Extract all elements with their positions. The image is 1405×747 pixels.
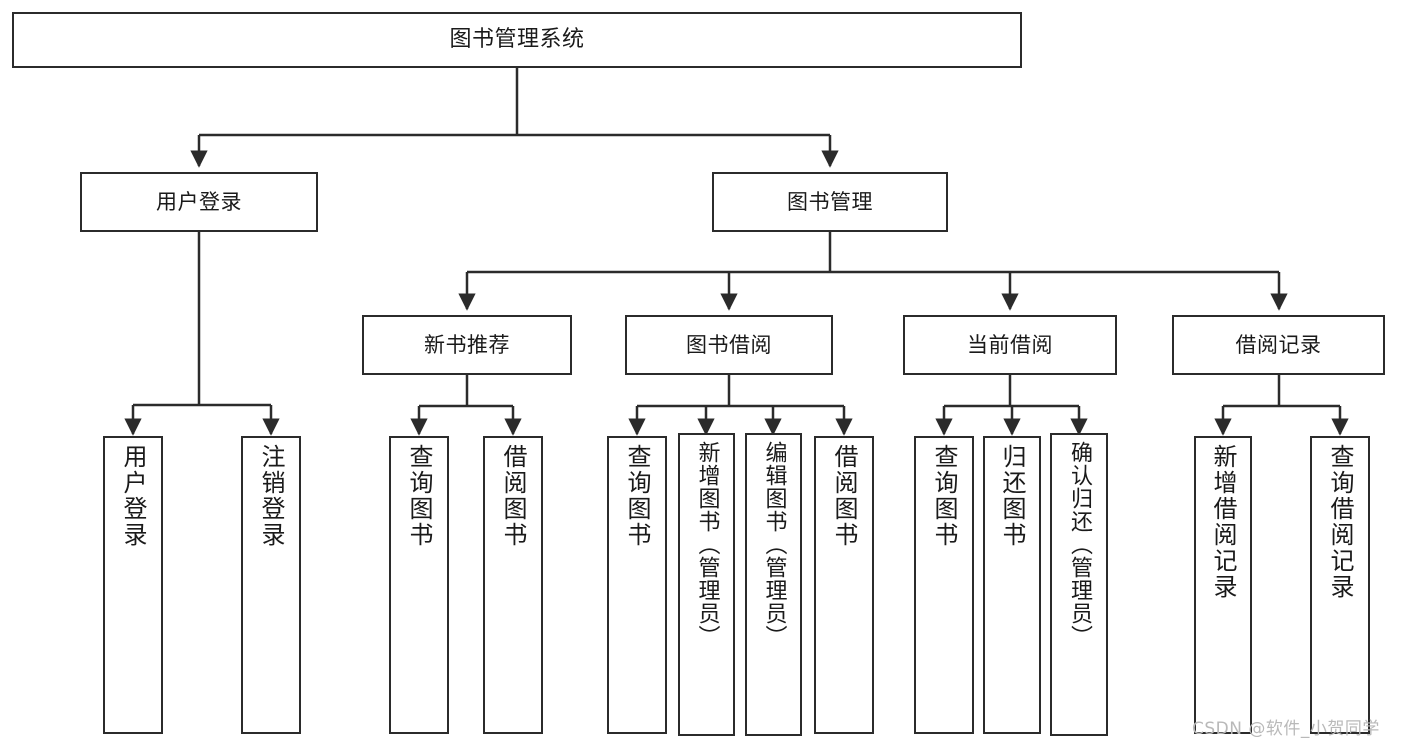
leaf-add-book-admin[interactable]: 新增图书（管理员） [678,433,735,736]
node-label: 图书管理 [787,189,873,214]
node-label: 借阅记录 [1235,332,1322,357]
node-label: 借阅图书 [830,444,858,548]
node-label: 查询图书 [930,444,958,548]
node-label: 新书推荐 [424,332,510,357]
leaf-add-borrow-record[interactable]: 新增借阅记录 [1194,436,1252,734]
node-label: 借阅图书 [499,444,527,548]
node-label: 查询图书 [405,444,433,548]
node-label: 查询借阅记录 [1326,444,1354,600]
node-label: 注销登录 [257,444,285,548]
leaf-logout[interactable]: 注销登录 [241,436,301,734]
node-label: 编辑图书（管理员） [761,441,787,648]
node-label: 确认归还（管理员） [1067,441,1092,648]
node-current-borrow[interactable]: 当前借阅 [903,315,1117,375]
node-book-borrow[interactable]: 图书借阅 [625,315,833,375]
leaf-query-borrow-record[interactable]: 查询借阅记录 [1310,436,1370,734]
node-label: 新增图书（管理员） [694,441,720,648]
node-label: 图书管理系统 [449,27,585,53]
node-label: 当前借阅 [967,332,1053,357]
leaf-confirm-return-admin[interactable]: 确认归还（管理员） [1050,433,1108,736]
node-book-management[interactable]: 图书管理 [712,172,948,232]
node-root-system[interactable]: 图书管理系统 [12,12,1022,68]
node-label: 用户登录 [119,444,147,548]
node-borrow-records[interactable]: 借阅记录 [1172,315,1385,375]
leaf-query-book-current[interactable]: 查询图书 [914,436,974,734]
node-label: 归还图书 [998,444,1026,548]
node-new-book-recommend[interactable]: 新书推荐 [362,315,572,375]
node-user-login[interactable]: 用户登录 [80,172,318,232]
leaf-user-login[interactable]: 用户登录 [103,436,163,734]
node-label: 用户登录 [156,189,242,214]
leaf-borrow-book[interactable]: 借阅图书 [814,436,874,734]
node-label: 图书借阅 [686,332,772,357]
leaf-return-book[interactable]: 归还图书 [983,436,1041,734]
node-label: 新增借阅记录 [1209,444,1237,600]
node-label: 查询图书 [623,444,651,548]
leaf-edit-book-admin[interactable]: 编辑图书（管理员） [745,433,802,736]
csdn-watermark: CSDN @软件_小贺同学 [1192,719,1380,739]
leaf-query-book-borrow[interactable]: 查询图书 [607,436,667,734]
leaf-borrow-book-recommend[interactable]: 借阅图书 [483,436,543,734]
leaf-query-book-recommend[interactable]: 查询图书 [389,436,449,734]
